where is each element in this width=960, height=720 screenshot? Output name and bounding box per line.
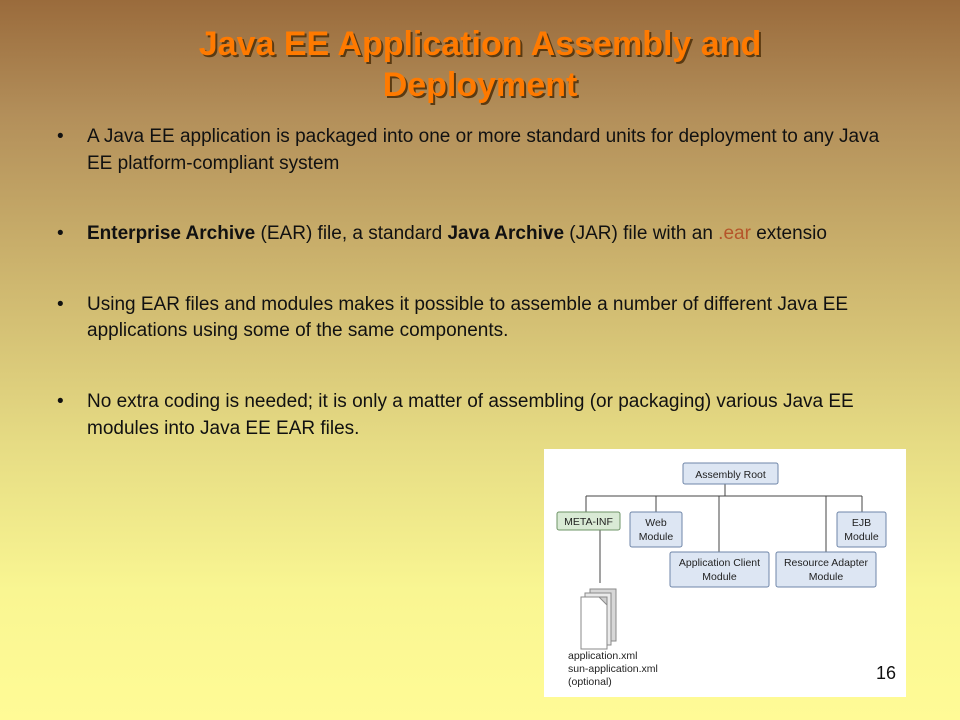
bullet-text: No extra coding is needed; it is only a … — [87, 390, 854, 439]
bullet-item-reuse: Using EAR files and modules makes it pos… — [56, 292, 906, 345]
assembly-root-label: Assembly Root — [695, 469, 766, 481]
application-client-label-1: Application Client — [679, 557, 760, 569]
bullet-text: (JAR) file with an — [564, 223, 719, 245]
bullet-item-ear: Enterprise Archive (EAR) file, a standar… — [56, 221, 906, 248]
assembly-root-box: Assembly Root — [682, 462, 779, 485]
resource-adapter-module-box: Resource Adapter Module — [775, 551, 877, 588]
application-client-label-2: Module — [702, 571, 737, 583]
file-label-sun-application-xml: sun-application.xml — [568, 663, 658, 675]
web-module-label-1: Web — [645, 517, 667, 529]
bullet-text: extensio — [750, 223, 827, 245]
bold-term-enterprise-archive: Enterprise Archive — [87, 223, 256, 245]
slide-title-line2: Deployment — [382, 65, 578, 104]
connector-lines — [585, 484, 863, 583]
bullet-item-no-coding: No extra coding is needed; it is only a … — [56, 389, 906, 442]
bullet-text: A Java EE application is packaged into o… — [87, 126, 880, 174]
slide-title-line1: Java EE Application Assembly and — [198, 25, 762, 63]
ear-extension-text: .ear — [718, 223, 751, 245]
resource-adapter-label-1: Resource Adapter — [784, 557, 869, 569]
file-label-application-xml: application.xml — [568, 650, 637, 662]
bullet-text: Using EAR files and modules makes it pos… — [87, 293, 849, 342]
web-module-label-2: Module — [639, 531, 674, 543]
ear-structure-diagram: Assembly Root META-INF Web Module EJB Mo… — [544, 449, 906, 697]
bullet-list: A Java EE application is packaged into o… — [56, 124, 906, 486]
bold-term-java-archive: Java Archive — [447, 223, 565, 245]
ejb-module-box: EJB Module — [836, 511, 887, 548]
slide-title: Java EE Application Assembly and Deploym… — [0, 24, 960, 106]
page-number: 16 — [876, 663, 897, 683]
meta-inf-label: META-INF — [564, 516, 613, 528]
file-label-optional: (optional) — [568, 676, 612, 688]
document-icon — [580, 588, 617, 650]
bullet-item-packaging: A Java EE application is packaged into o… — [56, 124, 906, 177]
web-module-box: Web Module — [629, 511, 683, 548]
ejb-module-label-2: Module — [844, 531, 879, 543]
meta-inf-box: META-INF — [556, 511, 621, 531]
application-client-module-box: Application Client Module — [669, 551, 770, 588]
ejb-module-label-1: EJB — [852, 517, 871, 529]
bullet-text: (EAR) file, a standard — [255, 223, 448, 245]
resource-adapter-label-2: Module — [809, 571, 844, 583]
